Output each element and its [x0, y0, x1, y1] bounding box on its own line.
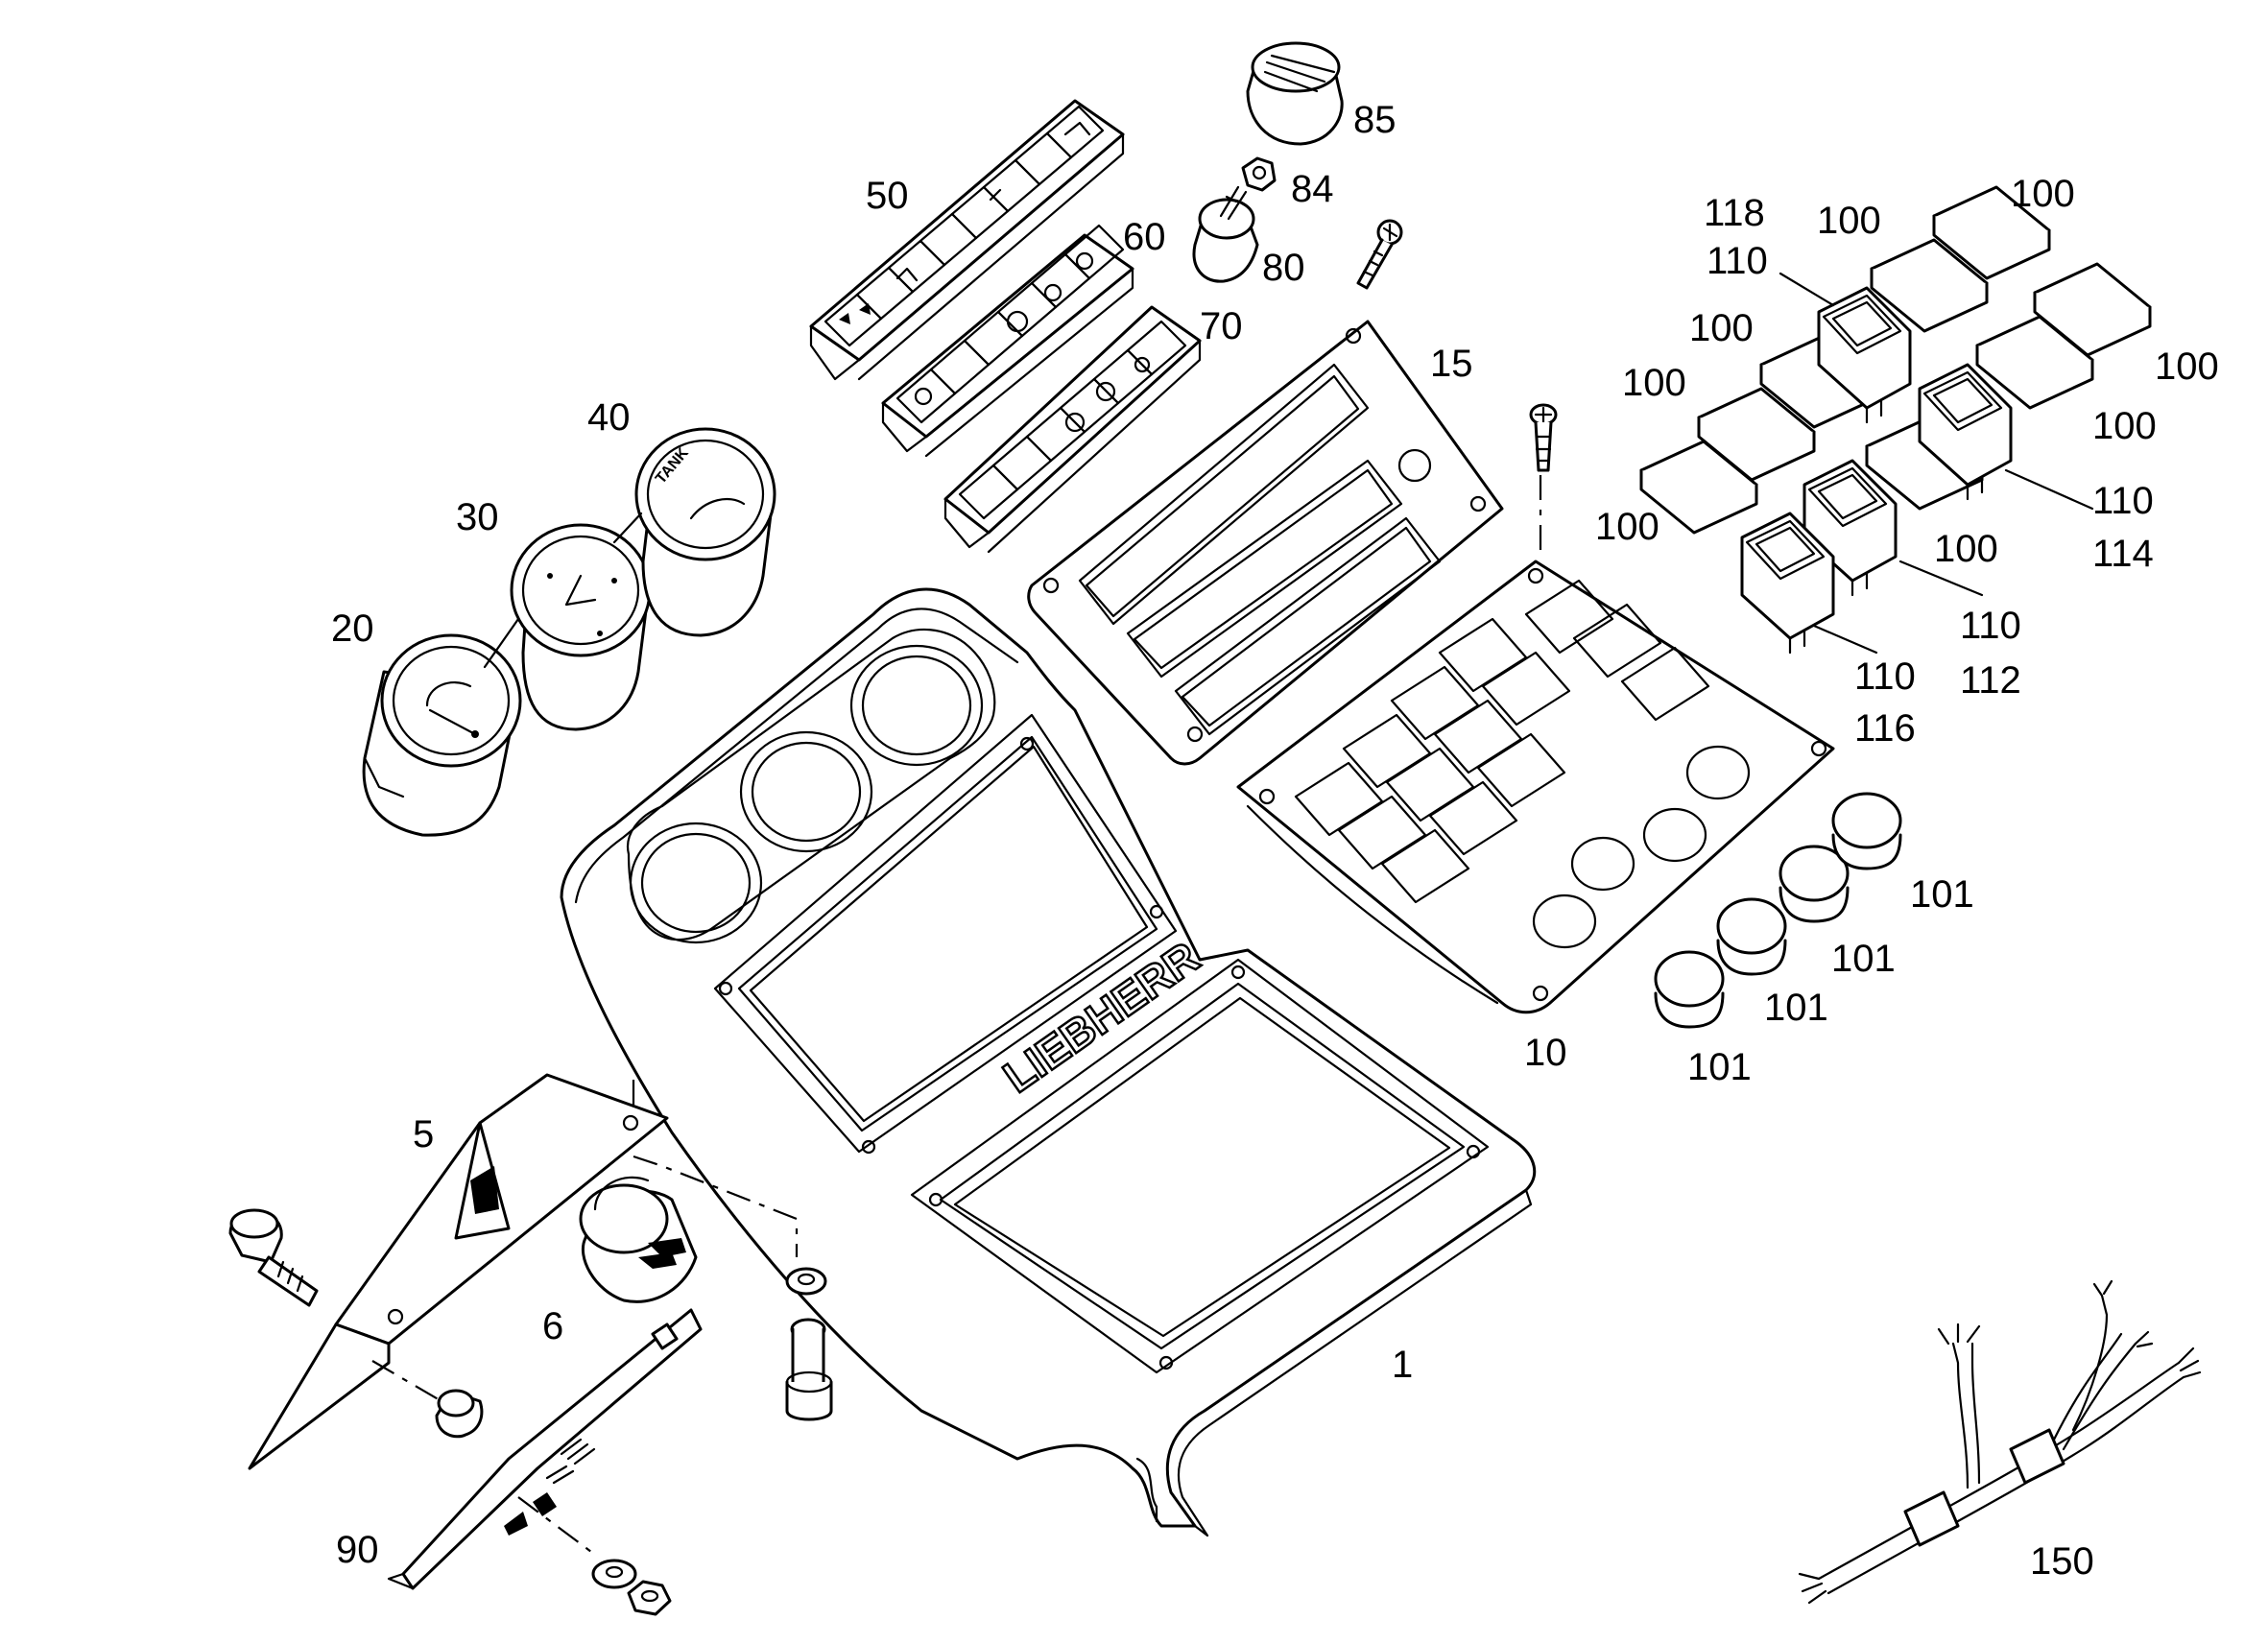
callout-116: 116 — [1854, 707, 1916, 750]
spacer — [435, 1389, 484, 1439]
callout-101-a: 101 — [1910, 873, 1974, 916]
nut-84 — [1241, 156, 1277, 192]
bolt-leader-line — [371, 1360, 442, 1402]
cable-harness-150 — [1798, 1279, 2202, 1605]
callout-101-d: 101 — [1687, 1046, 1752, 1088]
rocker-switch-116 — [1740, 512, 1835, 655]
callout-101-c: 101 — [1764, 987, 1828, 1029]
callout-15: 15 — [1430, 343, 1473, 385]
callout-1: 1 — [1392, 1344, 1413, 1386]
callout-90: 90 — [336, 1529, 379, 1571]
callout-100-c: 100 — [1689, 307, 1754, 349]
callout-110-a: 110 — [1707, 240, 1768, 282]
bolt-left — [228, 1208, 319, 1307]
callout-70: 70 — [1200, 305, 1243, 347]
callout-114: 114 — [2092, 533, 2154, 575]
gauge-connector-lines — [483, 512, 643, 669]
callout-150: 150 — [2030, 1540, 2094, 1583]
callout-5: 5 — [413, 1113, 434, 1156]
bracket-leader-b — [633, 1155, 799, 1257]
switch-leader-lines — [1779, 272, 2094, 655]
callout-110-c: 110 — [1960, 605, 2021, 647]
callout-112: 112 — [1960, 659, 2021, 702]
callout-50: 50 — [866, 175, 909, 217]
callout-60: 60 — [1123, 216, 1166, 258]
callout-110-b: 110 — [2092, 480, 2154, 522]
plate-90 — [387, 1308, 703, 1590]
bracket-5 — [248, 1073, 669, 1470]
callout-40: 40 — [587, 396, 631, 439]
callout-110-d: 110 — [1854, 655, 1916, 698]
rocker-switch-118 — [1817, 286, 1912, 424]
part90-leader — [517, 1496, 596, 1556]
blanking-plugs-101 — [1654, 792, 1902, 1029]
callout-80: 80 — [1262, 247, 1305, 289]
rocker-switch-caps — [1639, 185, 2152, 655]
upper-switch-panel — [1027, 320, 1504, 766]
callout-118: 118 — [1704, 192, 1765, 234]
callout-20: 20 — [331, 608, 374, 650]
callout-85: 85 — [1353, 99, 1397, 141]
switch-strip-50 — [809, 99, 1125, 381]
rocker-switch-114 — [1918, 363, 2013, 501]
callout-10: 10 — [1524, 1032, 1567, 1074]
gauge-40: TANK — [634, 427, 776, 637]
switch-strip-60 — [881, 224, 1134, 458]
screw-upper — [1356, 219, 1403, 290]
callout-30: 30 — [456, 496, 499, 538]
connector-6 — [579, 1176, 698, 1303]
callout-100-a: 100 — [2011, 173, 2075, 215]
callout-100-f: 100 — [2155, 345, 2219, 388]
callout-100-d: 100 — [1622, 362, 1686, 404]
callout-6: 6 — [542, 1305, 563, 1347]
gauge-30 — [510, 523, 652, 731]
washer-nut-90 — [591, 1559, 672, 1616]
switch-strip-70 — [943, 305, 1202, 554]
callout-100-g: 100 — [2092, 405, 2157, 447]
callout-84: 84 — [1291, 168, 1334, 210]
callout-100-b: 100 — [1817, 200, 1881, 242]
screw-lower — [1529, 403, 1558, 472]
rotary-knob-85 — [1246, 41, 1344, 146]
lower-switch-panel — [1236, 560, 1835, 1014]
callout-101-b: 101 — [1831, 938, 1896, 980]
knob-base-80 — [1192, 185, 1259, 283]
washer-bolt-center — [785, 1267, 833, 1421]
callout-100-h: 100 — [1934, 528, 1998, 570]
gauge-20 — [362, 633, 522, 837]
callout-100-e: 100 — [1595, 506, 1659, 548]
